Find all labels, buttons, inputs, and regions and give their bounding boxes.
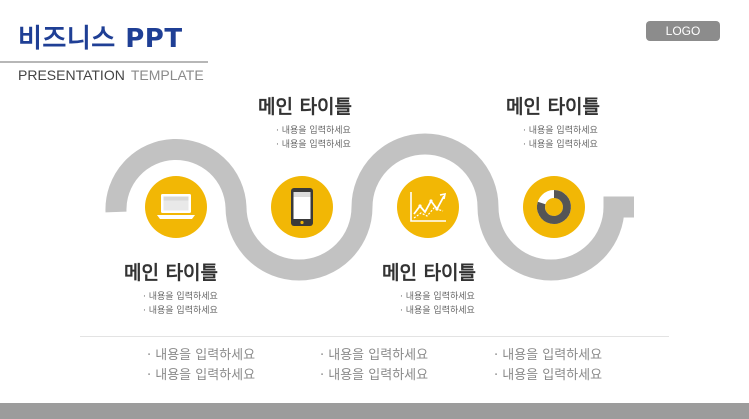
step-3-circle — [397, 176, 459, 238]
bottom-column-1: · 내용을 입력하세요 · 내용을 입력하세요 — [147, 346, 255, 386]
step-2-desc-line: · 내용을 입력하세요 — [276, 140, 351, 150]
step-1-title: 메인 타이틀 — [124, 262, 219, 284]
step-4-desc-line: · 내용을 입력하세요 — [523, 126, 598, 136]
step-4-desc-line: · 내용을 입력하세요 — [523, 140, 598, 150]
bottom-text-line: · 내용을 입력하세요 — [147, 368, 256, 383]
bottom-column-3: · 내용을 입력하세요 · 내용을 입력하세요 — [494, 346, 602, 386]
step-1-desc: · 내용을 입력하세요 · 내용을 입력하세요 — [143, 290, 218, 318]
step-2-desc: · 내용을 입력하세요 · 내용을 입력하세요 — [276, 124, 351, 152]
step-3-desc: · 내용을 입력하세요 · 내용을 입력하세요 — [400, 290, 475, 318]
subtitle-light: TEMPLATE — [130, 67, 204, 83]
bottom-text-line: · 내용을 입력하세요 — [320, 368, 429, 383]
step-2-circle — [271, 176, 333, 238]
step-3-desc-line: · 내용을 입력하세요 — [400, 306, 475, 316]
step-4-title: 메인 타이틀 — [506, 96, 601, 118]
laptop-icon — [157, 194, 195, 219]
step-3-desc-line: · 내용을 입력하세요 — [400, 292, 475, 302]
bottom-text-line: · 내용을 입력하세요 — [494, 368, 603, 383]
subtitle-main: PRESENTATION — [18, 67, 125, 83]
step-1-desc-line: · 내용을 입력하세요 — [143, 306, 218, 316]
slide-title: 비즈니스 PPT — [18, 24, 183, 54]
line-chart-icon — [410, 192, 447, 222]
bottom-column-2: · 내용을 입력하세요 · 내용을 입력하세요 — [320, 346, 428, 386]
footer-bar — [0, 403, 749, 419]
step-2-desc-line: · 내용을 입력하세요 — [276, 126, 351, 136]
step-4-circle — [523, 176, 585, 238]
smartphone-icon — [291, 188, 313, 226]
step-2-title: 메인 타이틀 — [258, 96, 353, 118]
section-divider — [80, 336, 669, 337]
donut-chart-icon — [537, 190, 571, 224]
bottom-text-line: · 내용을 입력하세요 — [494, 348, 603, 363]
step-3-title: 메인 타이틀 — [382, 262, 477, 284]
step-4-desc: · 내용을 입력하세요 · 내용을 입력하세요 — [523, 124, 598, 152]
title-underline — [0, 61, 208, 63]
bottom-text-line: · 내용을 입력하세요 — [147, 348, 256, 363]
logo-badge: LOGO — [646, 21, 720, 41]
bottom-text-line: · 내용을 입력하세요 — [320, 348, 429, 363]
slide-subtitle: PRESENTATION TEMPLATE — [18, 67, 204, 83]
step-1-desc-line: · 내용을 입력하세요 — [143, 292, 218, 302]
step-1-circle — [145, 176, 207, 238]
